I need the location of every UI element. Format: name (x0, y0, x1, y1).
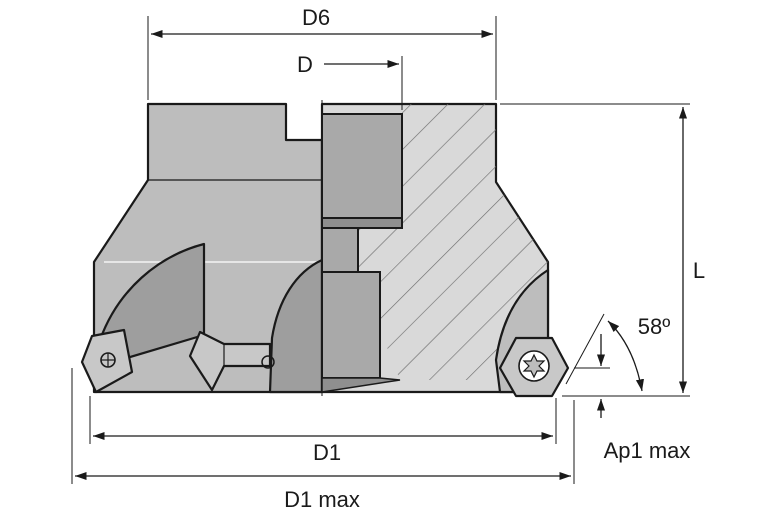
bore-shoulder (321, 217, 403, 229)
cutter-section-right (320, 102, 570, 398)
insert-screw-middle-icon (261, 355, 275, 369)
label-d1: D1 (313, 440, 341, 465)
label-l: L (693, 258, 705, 283)
label-d: D (297, 52, 313, 77)
bore-chamfer (321, 377, 401, 393)
angle-ref-line (565, 313, 605, 385)
torx-screw-icon (518, 350, 550, 382)
chip-pocket-left (98, 242, 206, 362)
insert-left (80, 328, 134, 394)
label-d1max: D1 max (284, 487, 360, 512)
section-hatch (358, 104, 548, 380)
dimensions (71, 16, 690, 484)
label-ap1: Ap1 max (604, 438, 691, 463)
angle-arc (607, 320, 644, 392)
label-angle: 58º (638, 314, 671, 339)
bore-upper (321, 113, 403, 219)
bore-lower (321, 271, 381, 379)
cutter-body-left (80, 102, 324, 394)
label-d6: D6 (302, 5, 330, 30)
insert-middle (188, 330, 272, 392)
bore-neck (321, 227, 359, 273)
